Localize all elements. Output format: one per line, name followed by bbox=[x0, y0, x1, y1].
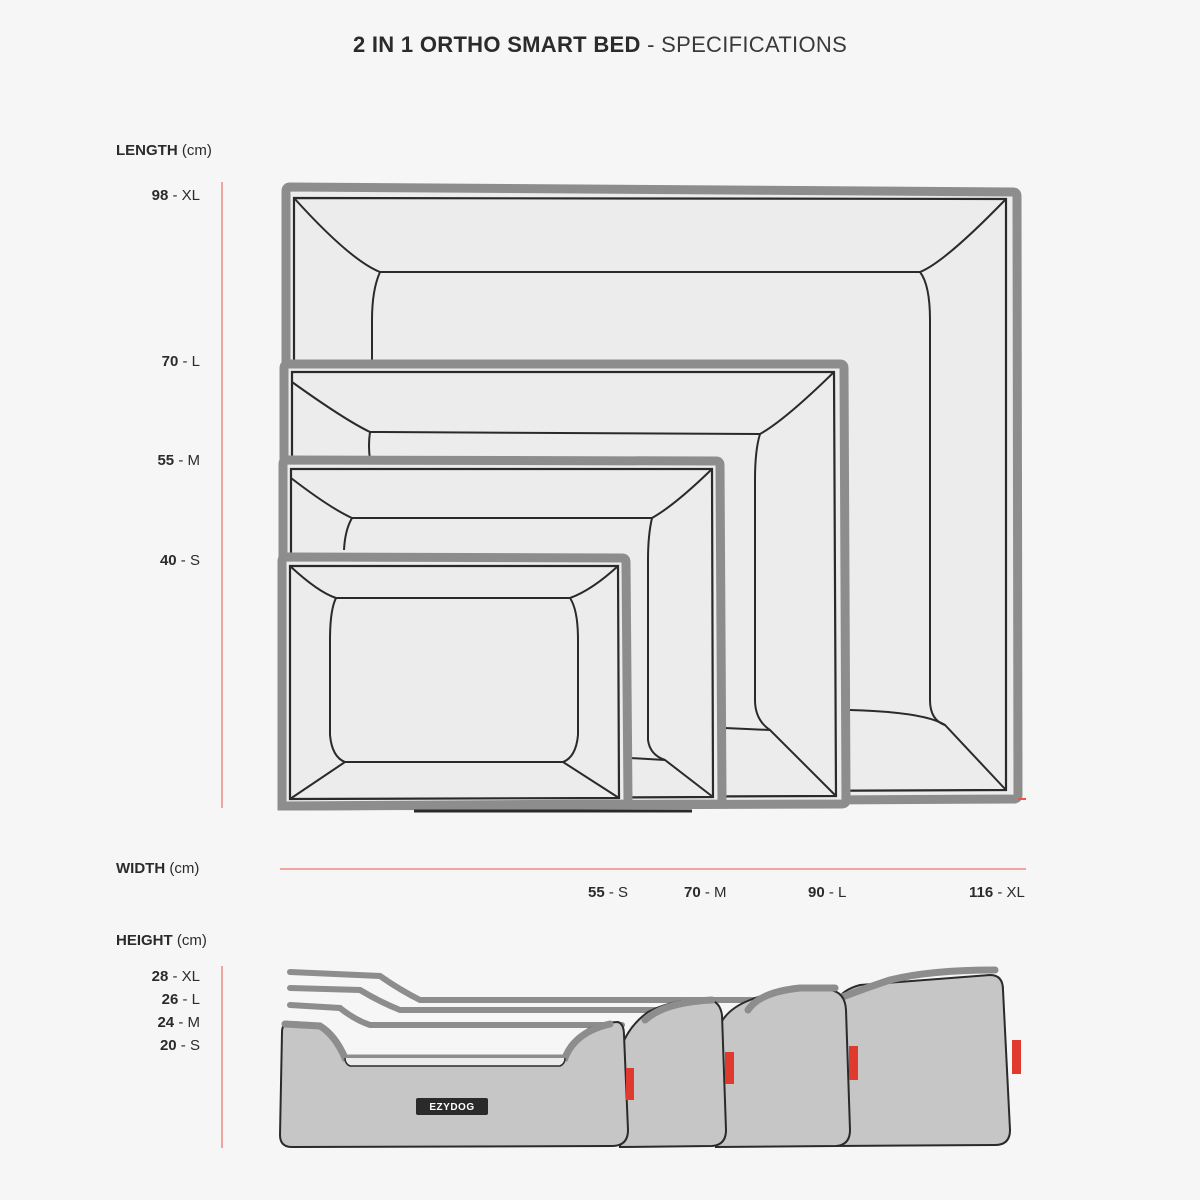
bed-side-l bbox=[287, 984, 858, 1149]
length-unit: (cm) bbox=[181, 142, 212, 159]
length-label-m: 55 - M bbox=[157, 452, 200, 469]
height-unit: (cm) bbox=[176, 932, 207, 949]
length-label-s: 40 - S bbox=[159, 552, 200, 569]
side-tag-xl bbox=[1012, 1040, 1021, 1074]
title-suffix: - SPECIFICATIONS bbox=[640, 32, 848, 57]
ezydog-logo-text: EZYDOG bbox=[429, 1102, 474, 1113]
bed-side-s: EZYDOG bbox=[278, 1020, 634, 1149]
height-label-m: 24 - M bbox=[157, 1014, 200, 1031]
height-label-s: 20 - S bbox=[159, 1037, 200, 1054]
width-label-m: 70 - M bbox=[684, 884, 727, 901]
bed-side-m bbox=[287, 996, 734, 1149]
length-heading: LENGTH (cm) bbox=[116, 142, 212, 159]
page-title: 2 IN 1 ORTHO SMART BED - SPECIFICATIONS bbox=[0, 32, 1200, 58]
ezydog-logo-badge bbox=[416, 1098, 488, 1115]
height-heading: HEIGHT (cm) bbox=[116, 932, 207, 949]
bed-top-s bbox=[277, 552, 633, 811]
height-label-l: 26 - L bbox=[161, 991, 200, 1008]
width-unit: (cm) bbox=[169, 860, 200, 877]
side-tag-s bbox=[626, 1068, 634, 1100]
side-tag-m bbox=[725, 1052, 734, 1084]
width-label-s: 55 - S bbox=[588, 884, 629, 901]
height-label-xl: 28 - XL bbox=[151, 968, 200, 985]
side-tag-l bbox=[849, 1046, 858, 1080]
length-label: LENGTH bbox=[116, 142, 178, 159]
length-label-l: 70 - L bbox=[161, 353, 200, 370]
length-label-xl: 98 - XL bbox=[151, 187, 200, 204]
bed-side-xl bbox=[287, 966, 1021, 1148]
height-label: HEIGHT bbox=[116, 932, 173, 949]
width-label-xl: 116 - XL bbox=[969, 884, 1025, 901]
width-label: WIDTH bbox=[116, 860, 166, 877]
title-product: 2 IN 1 ORTHO SMART BED bbox=[352, 32, 641, 57]
width-heading: WIDTH (cm) bbox=[116, 860, 199, 877]
width-label-l: 90 - L bbox=[808, 884, 847, 901]
